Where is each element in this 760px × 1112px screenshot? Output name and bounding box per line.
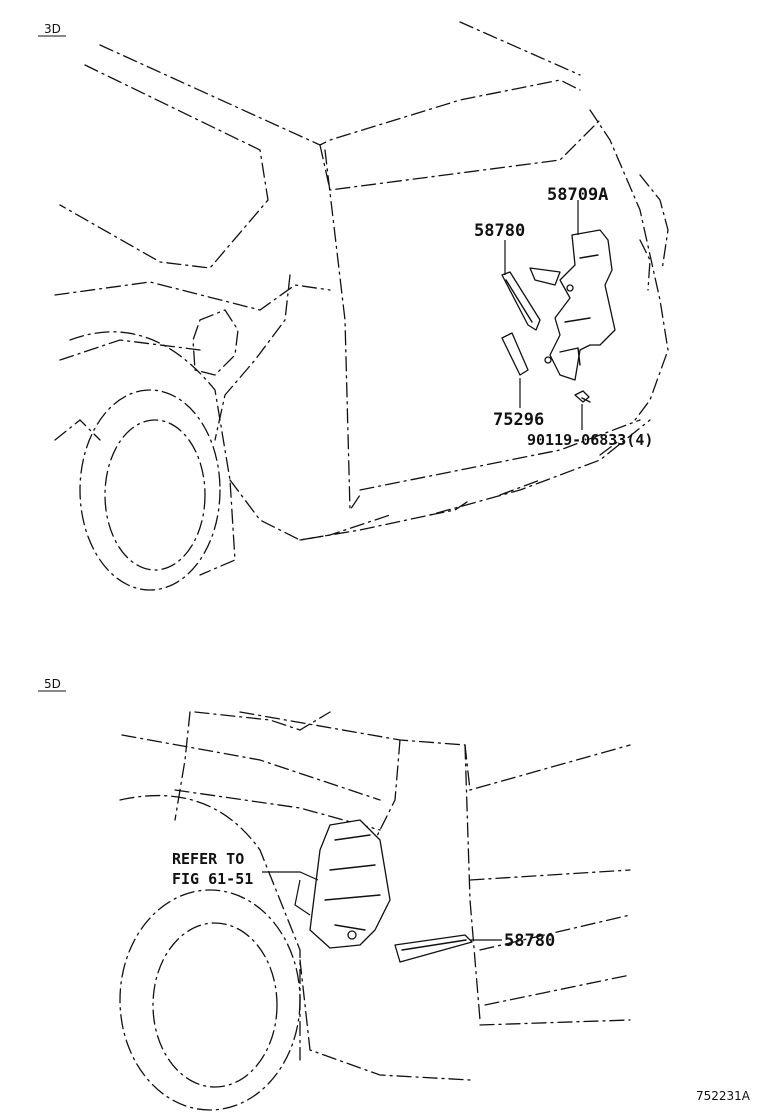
bolt-shank [581,397,591,403]
callout-58780-top: 58780 [474,221,525,241]
wheel-tire-5d [119,889,301,1111]
c-pillar-3d [214,274,291,441]
bumper-bottom-5d [479,1019,631,1026]
tail-lamp-3d [639,174,669,271]
bumper-detail-2-3d [499,479,541,496]
wheel-rim-3d [104,419,206,571]
strap-centerline-5d [401,939,467,951]
carrier-hole-5d [347,930,357,940]
c-pillar-5d [174,711,191,821]
strap-centerline-3d [505,279,533,323]
callout-58780-bottom: 58780 [504,931,555,951]
bumper-detail-3-3d [599,439,621,456]
roof-rear-5d [239,711,466,746]
bumper-step-3d [299,514,391,541]
roof-line-3d [99,44,581,146]
figure-code: 752231A [696,1089,751,1103]
wheel-rim-5d [152,922,278,1088]
tail-lamp-lower-3d [639,239,651,291]
tire-carrier-part-5d [309,819,391,949]
tailgate-left-5d [464,744,481,1021]
window-line-5d [121,734,381,801]
fuel-lid-3d [192,309,239,376]
roof-back-line-3d [459,21,581,76]
callout-refer-line1: REFER TO [172,850,244,868]
body-lower-3d [54,419,101,441]
lower-body-5d [299,959,471,1081]
rear-window-top-3d [319,119,601,191]
wheel-tire-3d [79,389,221,591]
callout-75296: 75296 [493,410,544,430]
callout-90119: 90119-06833(4) [527,431,653,449]
bumper-top-5d [479,914,631,951]
bracket-tab-part [529,267,561,286]
callout-refer-line2: FIG 61-51 [172,870,253,888]
tailgate-bottom-3d [359,419,641,491]
leader-refer-2 [294,879,311,916]
tire-carrier-detail-5d [324,834,381,931]
roof-line-5d [194,711,331,731]
side-window-3d [59,64,269,269]
tailgate-mid-5d [469,869,631,881]
callout-58709a: 58709A [547,185,608,205]
tailgate-right-edge-3d [589,109,669,421]
tailgate-top-5d [464,744,631,791]
strap-part-5d [394,934,473,963]
bumper-detail-3d [429,499,471,516]
bumper-top-3d [229,419,651,541]
bracket-hole-1 [544,356,552,364]
side-molding-3d [59,339,201,361]
wheel-arch-3d [69,331,236,576]
leader-refer [262,871,319,881]
view-label-5d: 5D [44,677,61,691]
strap-part-3d [501,271,541,331]
bracket-hole-2 [566,284,574,292]
bumper-mid-5d [484,974,631,1006]
body-belt-line-3d [54,281,331,311]
view-label-3d: 3D [44,22,61,36]
view-5d: 5D REFER TO FIG 61-51 58780 [38,677,631,1111]
wheel-arch-5d [119,794,301,1061]
spare-tire-bracket-detail [559,254,599,366]
view-3d: 3D [38,21,669,591]
spare-tire-bracket-part [549,229,616,381]
pad-part [501,332,529,376]
tailgate-left-edge-3d [324,149,361,513]
